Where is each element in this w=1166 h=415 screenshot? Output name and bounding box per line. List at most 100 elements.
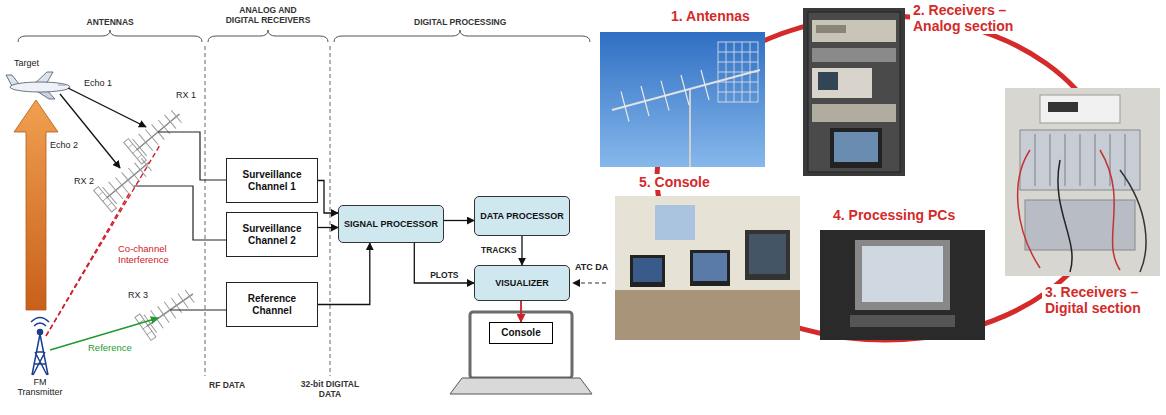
fm-transmitter-symbol — [32, 334, 48, 375]
antenna-photo — [718, 52, 758, 53]
antenna-photo — [600, 32, 765, 167]
computer-rack-photo — [820, 230, 985, 340]
rack-photo — [808, 12, 900, 172]
input-label: ATC DA — [575, 262, 608, 272]
equipment-photo — [1005, 88, 1160, 276]
computer-rack-photo — [820, 230, 985, 340]
computer-rack-photo — [855, 240, 950, 310]
equipment-photo — [1065, 134, 1066, 186]
equipment-photo — [1120, 170, 1146, 272]
equipment-photo — [1095, 134, 1096, 186]
connector-arrow — [414, 243, 474, 283]
connector-arrow — [318, 243, 370, 305]
illumination-arrow — [14, 100, 58, 310]
equipment-photo — [1018, 150, 1040, 268]
aircraft-symbol — [10, 82, 70, 92]
atc-data-arrow — [573, 282, 606, 283]
aircraft-symbol — [58, 85, 66, 86]
box-text: Reference Channel — [231, 293, 313, 316]
section-brace — [18, 30, 202, 42]
antenna-photo — [600, 32, 765, 167]
rack-photo — [803, 8, 905, 176]
processor-box: DATA PROCESSOR — [474, 196, 570, 236]
antenna-photo — [701, 70, 709, 100]
feed-wire — [134, 132, 226, 310]
connector-arrow — [521, 236, 522, 265]
echo-arrow — [60, 94, 120, 168]
office-photo — [745, 230, 790, 280]
equipment-photo — [1058, 160, 1072, 272]
antenna-photo — [718, 42, 758, 102]
interference-label: Co-channel Interference — [118, 244, 174, 266]
antenna-photo — [718, 92, 758, 93]
box-text: DATA PROCESSOR — [480, 211, 563, 221]
section-brace — [334, 30, 590, 42]
section-divider — [205, 46, 330, 376]
equipment-photo — [1005, 88, 1160, 276]
office-photo — [615, 290, 800, 340]
rack-photo — [812, 104, 896, 122]
equipment-photo — [1025, 200, 1135, 250]
section-heading: ANALOG AND DIGITAL RECEIVERS — [224, 6, 312, 26]
equipment-photo — [1035, 134, 1036, 186]
office-photo — [633, 258, 662, 282]
antenna-label: RX 2 — [74, 176, 94, 186]
antenna-photo — [689, 90, 691, 167]
section-divider — [330, 46, 331, 376]
equipment-photo — [1040, 95, 1120, 123]
office-photo — [615, 196, 800, 340]
office-photo — [693, 253, 727, 281]
rack-photo — [812, 68, 872, 98]
fm-transmitter-symbol — [31, 318, 49, 376]
box-text: SIGNAL PROCESSOR — [344, 219, 438, 229]
rack-photo — [803, 8, 905, 176]
antenna-photo — [718, 72, 758, 73]
equipment-photo — [1020, 130, 1140, 190]
connector-arrow — [318, 227, 338, 228]
connector-arrow — [444, 220, 474, 221]
interference-line — [46, 145, 160, 336]
processor-box: SIGNAL PROCESSOR — [338, 205, 444, 243]
rack-photo — [834, 132, 878, 162]
box-text: VISUALIZER — [495, 278, 549, 288]
section-heading: DIGITAL PROCESSING — [414, 18, 506, 28]
fm-transmitter-symbol — [31, 318, 49, 327]
box-text: Surveillance Channel 1 — [231, 169, 313, 192]
feed-wire — [134, 186, 226, 240]
echo-arrow — [60, 88, 146, 168]
equipment-photo — [1110, 134, 1111, 186]
connector-arrow — [318, 181, 338, 214]
computer-rack-photo — [862, 246, 943, 302]
antenna-photo — [641, 86, 649, 116]
edge-label: TRACKS — [480, 246, 517, 256]
laptop-symbol — [450, 378, 592, 394]
processor-box: VISUALIZER — [474, 265, 570, 301]
target-label: Target — [14, 58, 39, 68]
laptop-symbol — [470, 312, 572, 378]
equipment-photo — [1080, 134, 1081, 186]
antenna-label: RX 3 — [128, 290, 148, 300]
rack-photo — [818, 72, 838, 90]
rack-photo — [812, 48, 896, 62]
rack-photo — [812, 20, 896, 42]
box-text: Console — [501, 327, 540, 339]
channel-box: Surveillance Channel 2 — [226, 212, 318, 257]
channel-box: Reference Channel — [226, 282, 318, 327]
antenna-photo — [661, 81, 669, 111]
laptop-symbol — [450, 312, 592, 394]
box-text: Surveillance Channel 2 — [231, 223, 313, 246]
rack-photo — [830, 128, 882, 168]
antenna-photo — [681, 75, 689, 105]
office-photo — [690, 250, 730, 286]
callout-label: 5. Console — [636, 174, 713, 190]
echo-label: Echo 1 — [84, 78, 112, 88]
antenna-photo — [612, 70, 760, 110]
office-photo — [749, 234, 786, 274]
antenna-photo — [718, 42, 758, 102]
section-brace — [208, 30, 328, 42]
equipment-photo — [1050, 134, 1051, 186]
transmitter-label: FM Transmitter — [14, 377, 66, 398]
feed-wire — [158, 132, 226, 180]
section-divider — [205, 46, 206, 376]
